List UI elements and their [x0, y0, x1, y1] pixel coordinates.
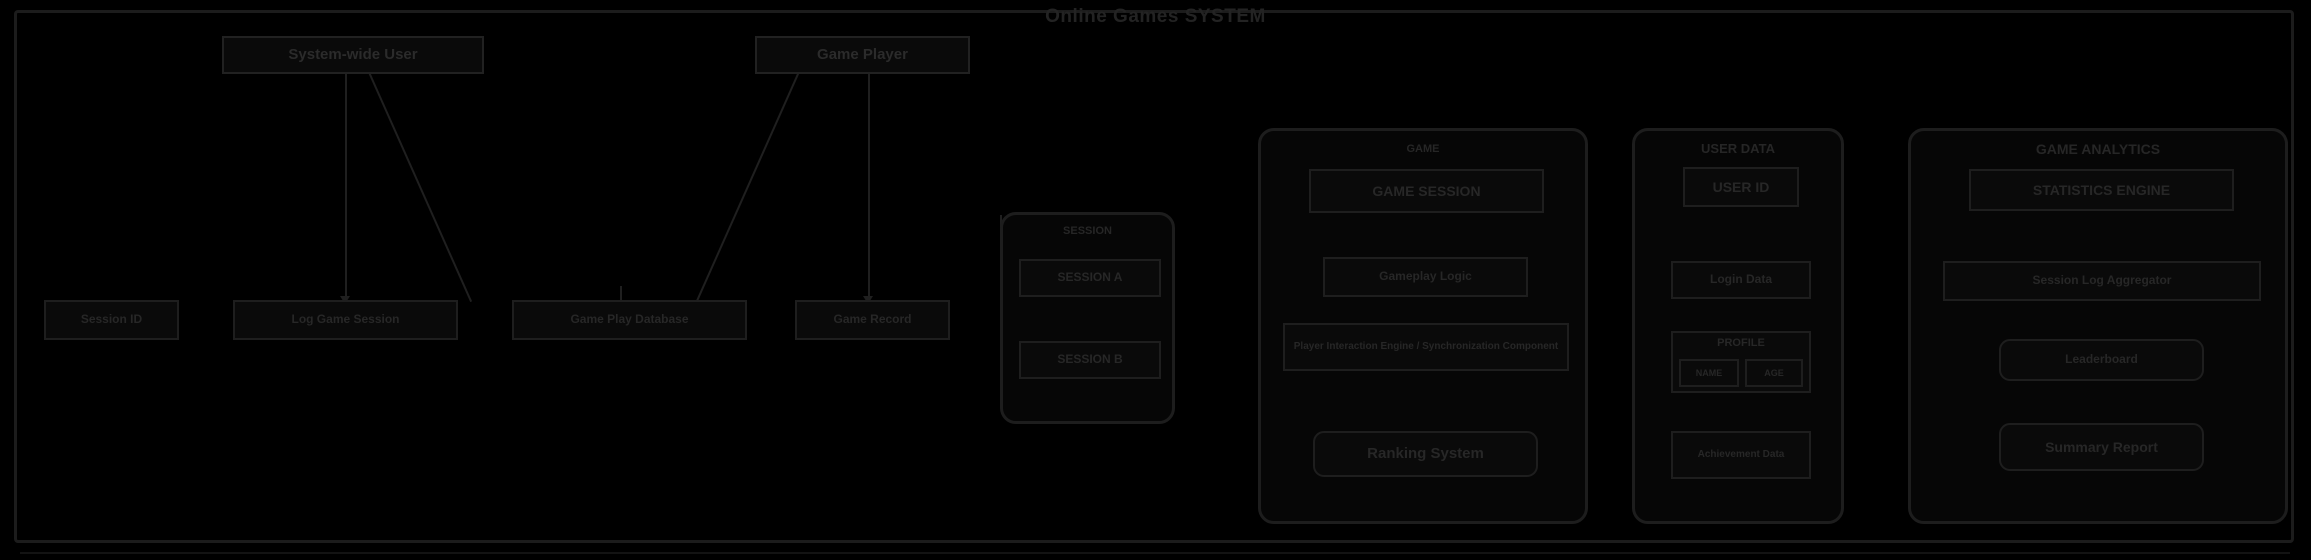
node-label: Session Log Aggregator — [2032, 273, 2172, 288]
node-label: Ranking System — [1367, 445, 1484, 463]
node-statistics-engine-header[interactable]: STATISTICS ENGINE — [1969, 169, 2234, 211]
node-label: Leaderboard — [2065, 352, 2138, 367]
node-label: Login Data — [1710, 272, 1772, 287]
node-label: Gameplay Logic — [1379, 269, 1472, 284]
node-label: AGE — [1764, 367, 1784, 378]
node-label: Game Record — [833, 312, 912, 327]
node-summary-report[interactable]: Summary Report — [1999, 423, 2204, 471]
diagram-outer-frame — [14, 10, 2294, 543]
panel-session-title: SESSION — [1063, 225, 1112, 237]
node-label: Player Interaction Engine / Synchronizat… — [1293, 341, 1559, 353]
node-label: GAME SESSION — [1372, 182, 1481, 199]
panel-game: GAME GAME SESSION Gameplay Logic Player … — [1258, 128, 1588, 524]
node-label: PROFILE — [1717, 337, 1765, 349]
diagram-baseline — [20, 552, 2290, 554]
node-game-record[interactable]: Game Record — [795, 300, 950, 340]
node-login-data[interactable]: Login Data — [1671, 261, 1811, 299]
node-leaderboard[interactable]: Leaderboard — [1999, 339, 2204, 381]
node-label: Game Play Database — [570, 312, 689, 327]
node-label: SESSION A — [1057, 270, 1123, 285]
node-player-interaction-engine[interactable]: Player Interaction Engine / Synchronizat… — [1283, 323, 1569, 371]
node-label: USER ID — [1712, 178, 1770, 195]
connector-stub-row3 — [620, 286, 622, 302]
diagram-title: Online Games SYSTEM — [1045, 6, 1266, 27]
node-session-a[interactable]: SESSION A — [1019, 259, 1161, 297]
connector-top1-to-row2 — [345, 72, 347, 300]
panel-game-analytics-title: GAME ANALYTICS — [2035, 141, 2161, 157]
node-game-player[interactable]: Game Player — [755, 36, 970, 74]
panel-game-title: GAME — [1406, 143, 1440, 155]
panel-game-analytics: GAME ANALYTICS STATISTICS ENGINE Session… — [1908, 128, 2288, 524]
node-label: Summary Report — [2045, 438, 2158, 455]
node-user-id-header[interactable]: USER ID — [1683, 167, 1799, 207]
node-game-session-header[interactable]: GAME SESSION — [1309, 169, 1544, 213]
node-profile-age[interactable]: AGE — [1745, 359, 1803, 387]
node-label: STATISTICS ENGINE — [2032, 181, 2171, 198]
connector-top2-to-row4 — [868, 72, 870, 300]
node-session-id[interactable]: Session ID — [44, 300, 179, 340]
node-achievement-data[interactable]: Achievement Data — [1671, 431, 1811, 479]
node-gameplay-logic[interactable]: Gameplay Logic — [1323, 257, 1528, 297]
panel-user-data-title: USER DATA — [1701, 141, 1775, 156]
node-ranking-system[interactable]: Ranking System — [1313, 431, 1538, 477]
node-system-wide-user[interactable]: System-wide User — [222, 36, 484, 74]
panel-user-data: USER DATA USER ID Login Data PROFILE NAM… — [1632, 128, 1844, 524]
panel-session: SESSION SESSION A SESSION B — [1000, 212, 1175, 424]
node-profile-name[interactable]: NAME — [1679, 359, 1739, 387]
node-log-game-session[interactable]: Log Game Session — [233, 300, 458, 340]
node-label: Achievement Data — [1697, 449, 1785, 461]
node-label: Game Player — [817, 46, 908, 64]
node-label: SESSION B — [1057, 352, 1123, 367]
node-game-play-database[interactable]: Game Play Database — [512, 300, 747, 340]
node-label: System-wide User — [288, 46, 418, 64]
node-session-b[interactable]: SESSION B — [1019, 341, 1161, 379]
node-label: Log Game Session — [291, 312, 400, 327]
node-label: Session ID — [80, 312, 143, 327]
node-session-log-aggregator[interactable]: Session Log Aggregator — [1943, 261, 2261, 301]
node-label: NAME — [1695, 367, 1723, 378]
